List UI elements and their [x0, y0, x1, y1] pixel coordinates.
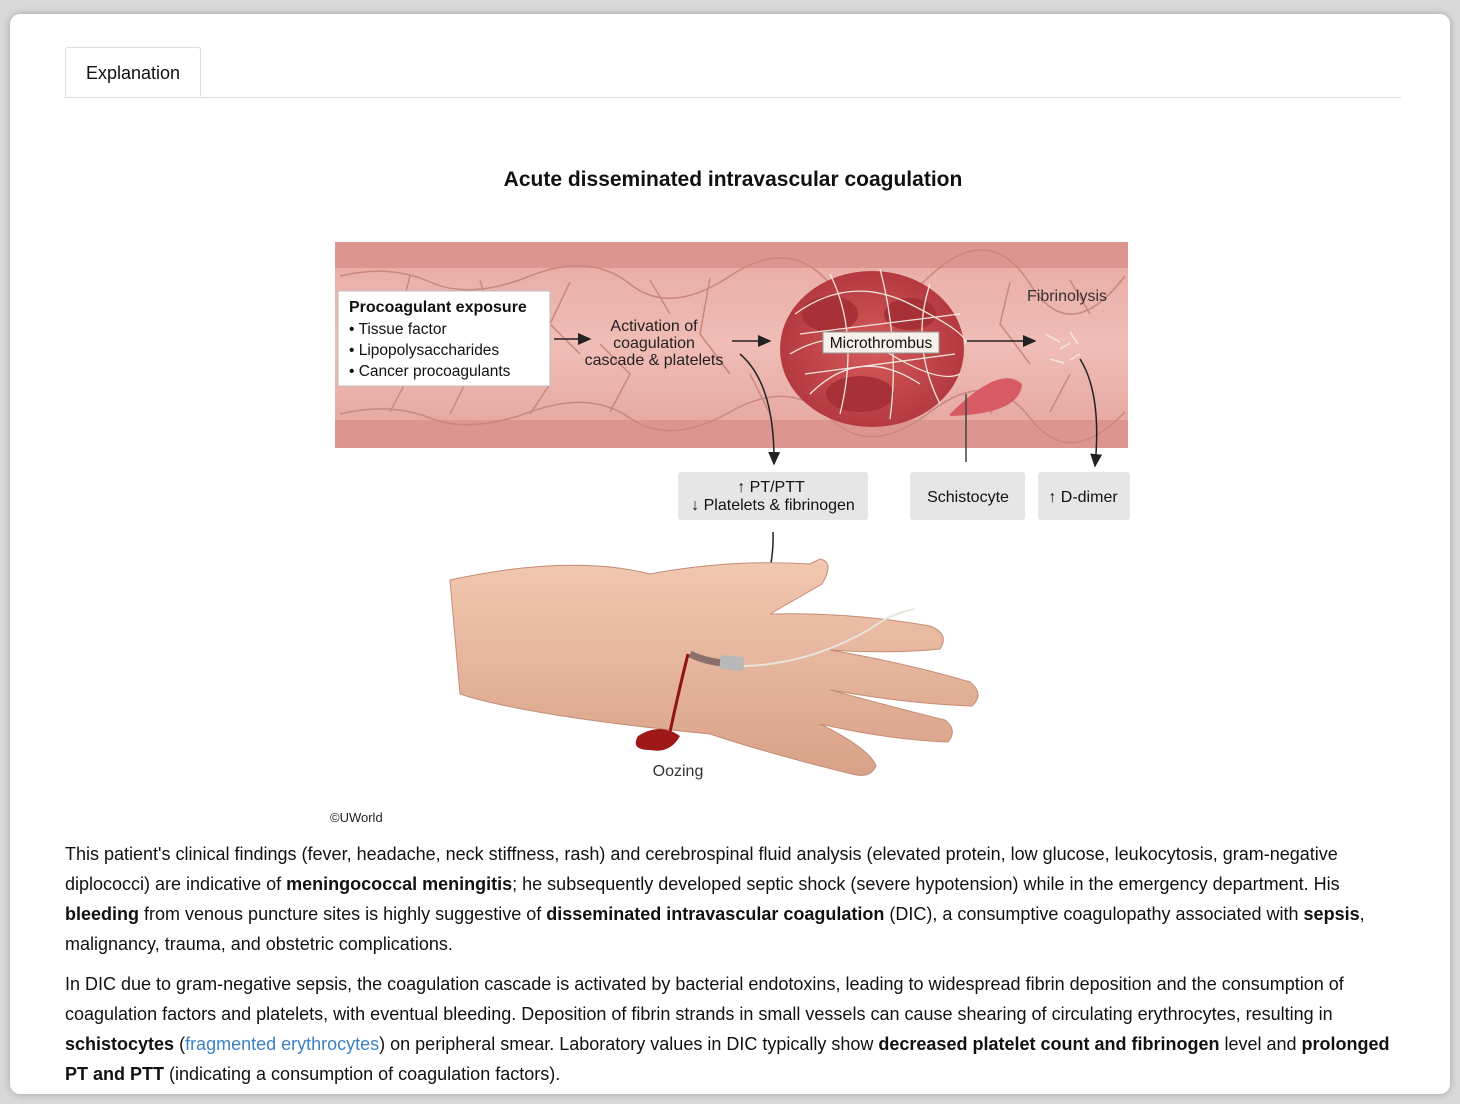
svg-text:↑ D-dimer: ↑ D-dimer	[1048, 489, 1118, 506]
fibrinolysis-label: Fibrinolysis	[1027, 288, 1107, 305]
dic-illustration: Procoagulant exposure • Tissue factor • …	[335, 242, 1130, 780]
procoagulant-box: Procoagulant exposure • Tissue factor • …	[337, 290, 551, 387]
lab-box-ptptt: ↑ PT/PTT ↓ Platelets & fibrinogen	[678, 472, 868, 520]
svg-text:Microthrombus: Microthrombus	[830, 335, 933, 352]
tab-explanation[interactable]: Explanation	[65, 47, 201, 97]
activation-label: Activation of coagulation cascade & plat…	[585, 318, 724, 369]
procoagulant-item: • Cancer procoagulants	[349, 363, 511, 380]
explanation-paragraph: In DIC due to gram-negative sepsis, the …	[65, 974, 1390, 1084]
procoagulant-item: • Lipopolysaccharides	[349, 342, 499, 359]
figure-title: Acute disseminated intravascular coagula…	[503, 168, 963, 191]
procoagulant-item: • Tissue factor	[349, 321, 447, 338]
fragmented-erythrocytes-link[interactable]: fragmented erythrocytes	[185, 1034, 380, 1054]
lab-box-schistocyte: Schistocyte	[910, 472, 1025, 520]
svg-text:cascade & platelets: cascade & platelets	[585, 352, 724, 369]
svg-text:Activation of: Activation of	[610, 318, 698, 335]
microthrombus-label: Microthrombus	[822, 331, 940, 354]
svg-text:coagulation: coagulation	[613, 335, 695, 352]
explanation-paragraph: This patient's clinical findings (fever,…	[65, 844, 1365, 954]
fibrin-fragments	[1044, 331, 1081, 364]
tab-bar: Explanation	[65, 47, 1401, 98]
lab-box-ddimer: ↑ D-dimer	[1038, 472, 1130, 520]
svg-text:Schistocyte: Schistocyte	[927, 489, 1009, 506]
svg-text:↓ Platelets & fibrinogen: ↓ Platelets & fibrinogen	[691, 497, 855, 514]
procoagulant-heading: Procoagulant exposure	[349, 299, 527, 316]
explanation-window: Explanation Acute disseminated intravasc…	[10, 14, 1450, 1094]
svg-text:↑ PT/PTT: ↑ PT/PTT	[737, 479, 805, 496]
image-credit: ©UWorld	[330, 810, 383, 825]
oozing-label: Oozing	[653, 763, 704, 780]
hand-illustration	[449, 558, 979, 776]
